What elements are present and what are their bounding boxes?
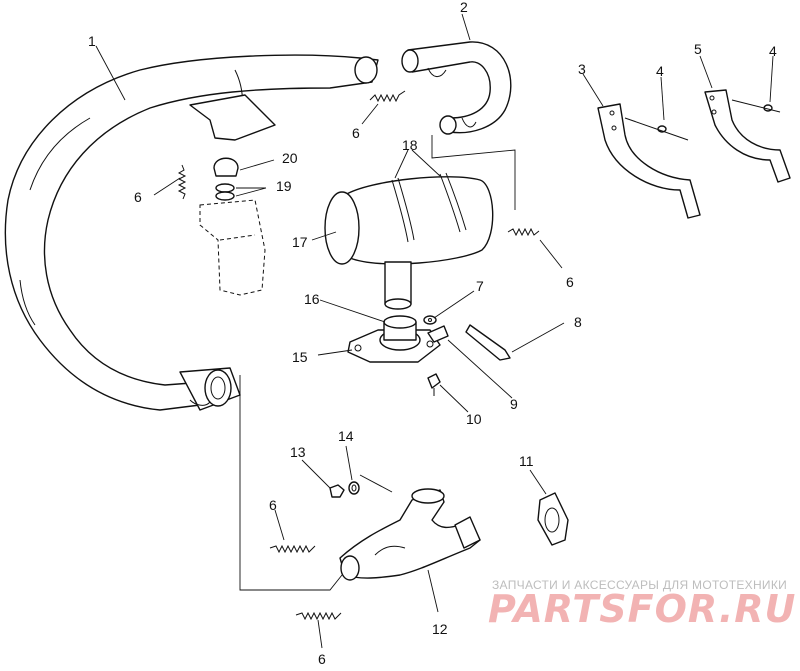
callout-9: 9 [510,396,518,412]
mount-bracket-outline [199,199,266,296]
u-bend-pipe [401,41,512,135]
callout-numbers: 1 2 3 4 4 5 6 6 6 6 6 6 7 8 9 10 11 12 1… [88,0,777,667]
hardware-bolts [423,315,511,396]
watermark-caption: ЗАПЧАСТИ И АКСЕССУАРЫ ДЛЯ МОТОТЕХНИКИ [492,578,787,592]
leader-lines [95,13,774,649]
callout-12: 12 [432,621,448,637]
callout-8: 8 [574,314,582,330]
callout-5: 5 [694,41,702,57]
callout-1: 1 [88,33,96,49]
callout-4: 4 [769,43,777,59]
callout-11: 11 [519,453,534,469]
callout-15: 15 [292,349,308,365]
exhaust-gasket [537,492,569,546]
callout-18: 18 [402,137,418,153]
callout-14: 14 [338,428,354,444]
grommet-washers [213,157,239,201]
callout-6: 6 [318,651,326,667]
nut-and-washer [329,481,360,498]
callout-10: 10 [466,411,482,427]
springs [177,90,540,621]
callout-13: 13 [290,444,306,460]
y-pipe [339,488,481,581]
callout-4: 4 [656,63,664,79]
expansion-chamber-pipe [4,54,379,411]
callout-17: 17 [292,234,308,250]
muffler-brackets [597,89,791,219]
callout-19: 19 [276,178,292,194]
callout-20: 20 [282,150,298,166]
callout-16: 16 [304,291,320,307]
callout-6: 6 [269,497,277,513]
callout-6: 6 [134,189,142,205]
watermark: ЗАПЧАСТИ И АКСЕССУАРЫ ДЛЯ МОТОТЕХНИКИ PA… [488,578,796,631]
muffler-can [324,172,494,310]
callout-2: 2 [460,0,468,15]
assembly-guide-lines [239,135,516,591]
muffler-outlet-plate [347,315,441,363]
watermark-brand: PARTSFOR.RU [488,587,796,631]
callout-7: 7 [476,278,484,294]
callout-3: 3 [578,61,586,77]
callout-6: 6 [566,274,574,290]
callout-6: 6 [352,125,360,141]
